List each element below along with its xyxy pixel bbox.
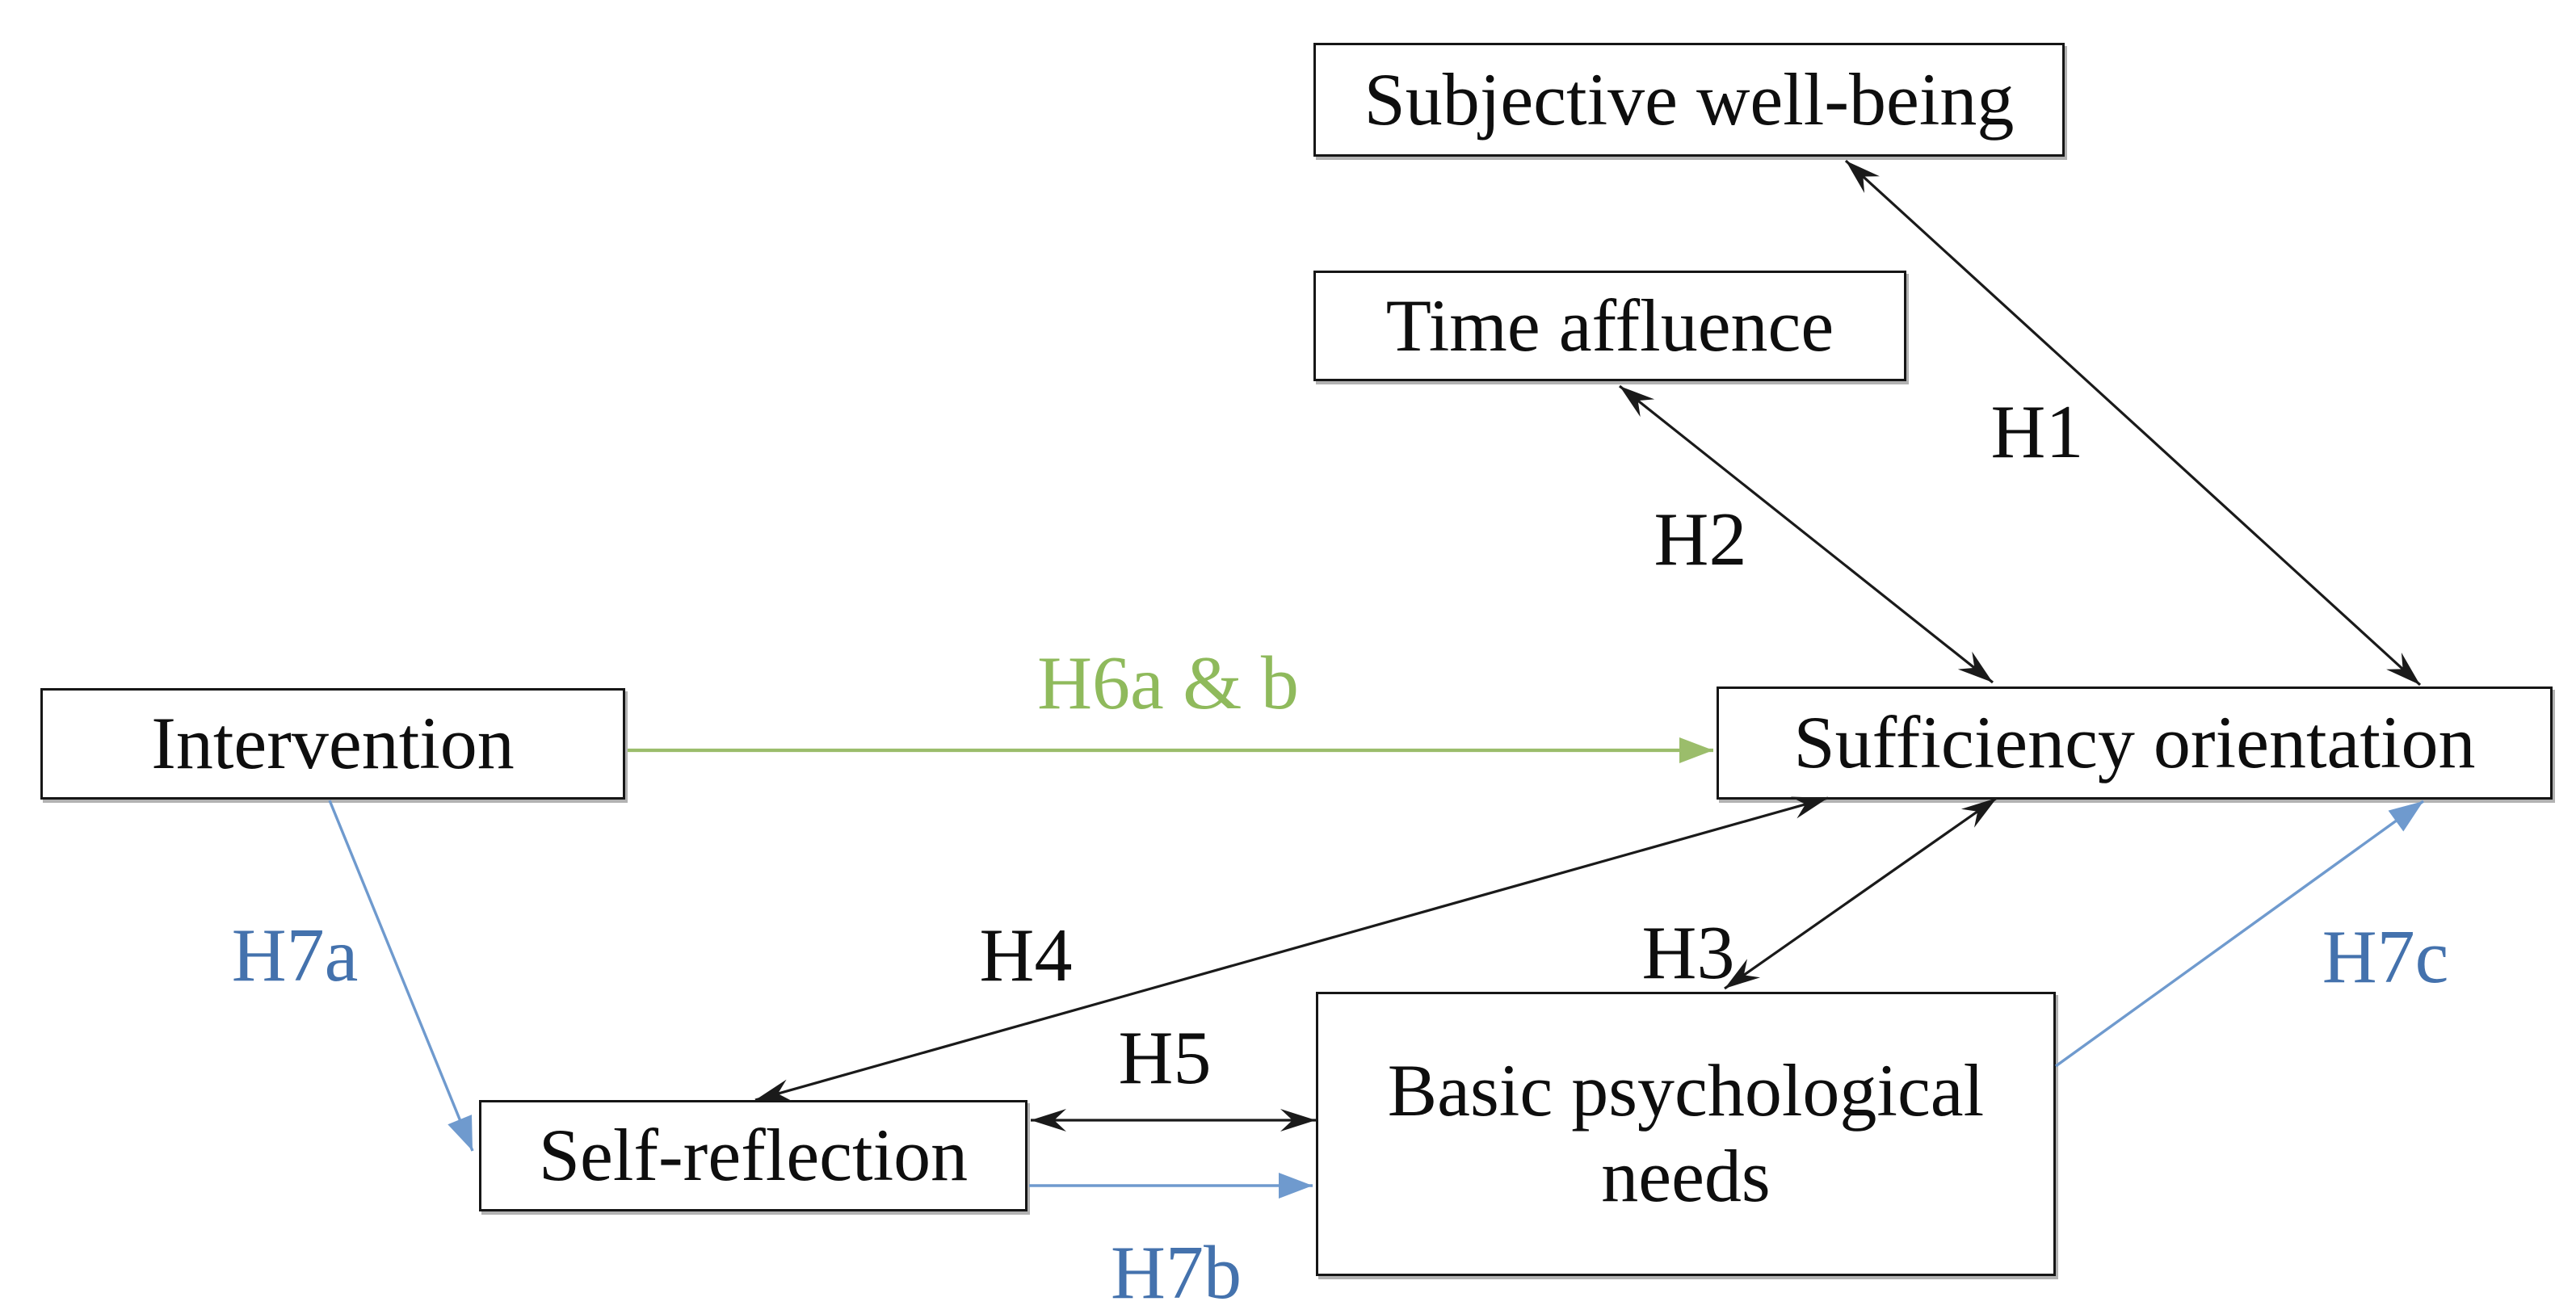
label-h2: H2: [1654, 498, 1747, 582]
edge-h7a-arrowhead: [448, 1115, 473, 1151]
edge-h4-arrowhead: [1790, 796, 1828, 819]
edge-h3-line: [1724, 796, 1998, 990]
edge-h2-arrowhead: [1957, 651, 1993, 682]
label-h3: H3: [1641, 911, 1735, 995]
edge-h5-arrowhead: [1031, 1109, 1066, 1132]
label-h1: H1: [1990, 390, 2084, 474]
label-h6a-b: H6a & b: [1037, 641, 1299, 725]
edge-h1-arrowhead: [1846, 161, 1880, 193]
edge-h2-arrowhead: [1620, 386, 1655, 418]
edge-h1-arrowhead: [2386, 653, 2420, 685]
label-h7c: H7c: [2322, 915, 2449, 999]
node-subjective-well-being-label: Subjective well-being: [1364, 57, 2015, 141]
label-h7b: H7b: [1111, 1231, 1242, 1310]
node-self-reflection-label: Self-reflection: [538, 1114, 969, 1197]
node-basic-psychological-needs-label: Basic psychological needs: [1387, 1049, 1985, 1217]
edge-h7b-arrowhead: [1279, 1173, 1313, 1199]
edge-h6-arrowhead: [1679, 737, 1713, 763]
node-subjective-well-being: Subjective well-being: [1313, 43, 2065, 157]
node-self-reflection: Self-reflection: [479, 1100, 1027, 1211]
label-h5: H5: [1118, 1016, 1212, 1100]
node-sufficiency-orientation-label: Sufficiency orientation: [1793, 701, 2476, 784]
edge-h1-line: [1844, 159, 2422, 686]
label-h4: H4: [979, 913, 1073, 997]
edge-h5-arrowhead: [1280, 1109, 1316, 1132]
edge-h4-arrowhead: [755, 1079, 793, 1102]
edge-h7c-arrowhead: [2388, 801, 2423, 832]
node-intervention-label: Intervention: [151, 702, 515, 785]
node-time-affluence: Time affluence: [1313, 271, 1906, 381]
node-basic-psychological-needs: Basic psychological needs: [1316, 992, 2056, 1276]
node-sufficiency-orientation: Sufficiency orientation: [1717, 686, 2553, 800]
label-h7a: H7a: [231, 913, 359, 997]
node-intervention: Intervention: [40, 688, 625, 800]
node-time-affluence-label: Time affluence: [1385, 283, 1834, 367]
edge-h3-arrowhead: [1960, 798, 1997, 828]
